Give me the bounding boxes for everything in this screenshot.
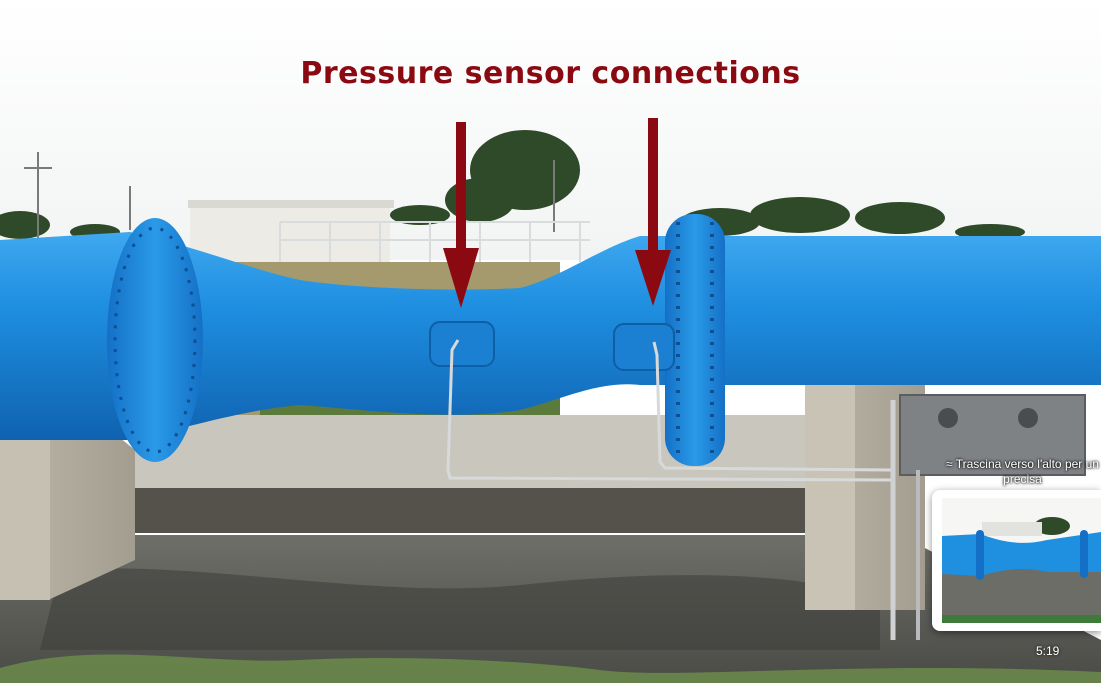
seek-preview-image — [942, 498, 1101, 623]
arrow-shaft-right — [648, 118, 658, 253]
sensing-tubing — [446, 339, 896, 482]
preview-timestamp: 5:19 — [1036, 644, 1060, 658]
transmitter-enclosure — [890, 394, 1086, 640]
annotation-arrows — [443, 118, 671, 308]
venturi-meter — [0, 214, 1101, 466]
sensor-port-left — [429, 321, 495, 367]
railing — [279, 221, 590, 262]
arrow-head-left — [443, 248, 479, 308]
scrub-hint: ≈ Trascina verso l'alto per un precisa — [946, 457, 1099, 486]
annotation-title: Pressure sensor connections — [300, 56, 801, 91]
utility-poles — [24, 152, 555, 238]
seek-preview-thumbnail[interactable] — [932, 490, 1101, 631]
concrete-wall — [135, 415, 835, 495]
arrow-shaft-left — [456, 122, 466, 252]
arrow-head-right — [635, 250, 671, 306]
sensor-port-right — [613, 323, 675, 371]
building — [188, 200, 394, 264]
